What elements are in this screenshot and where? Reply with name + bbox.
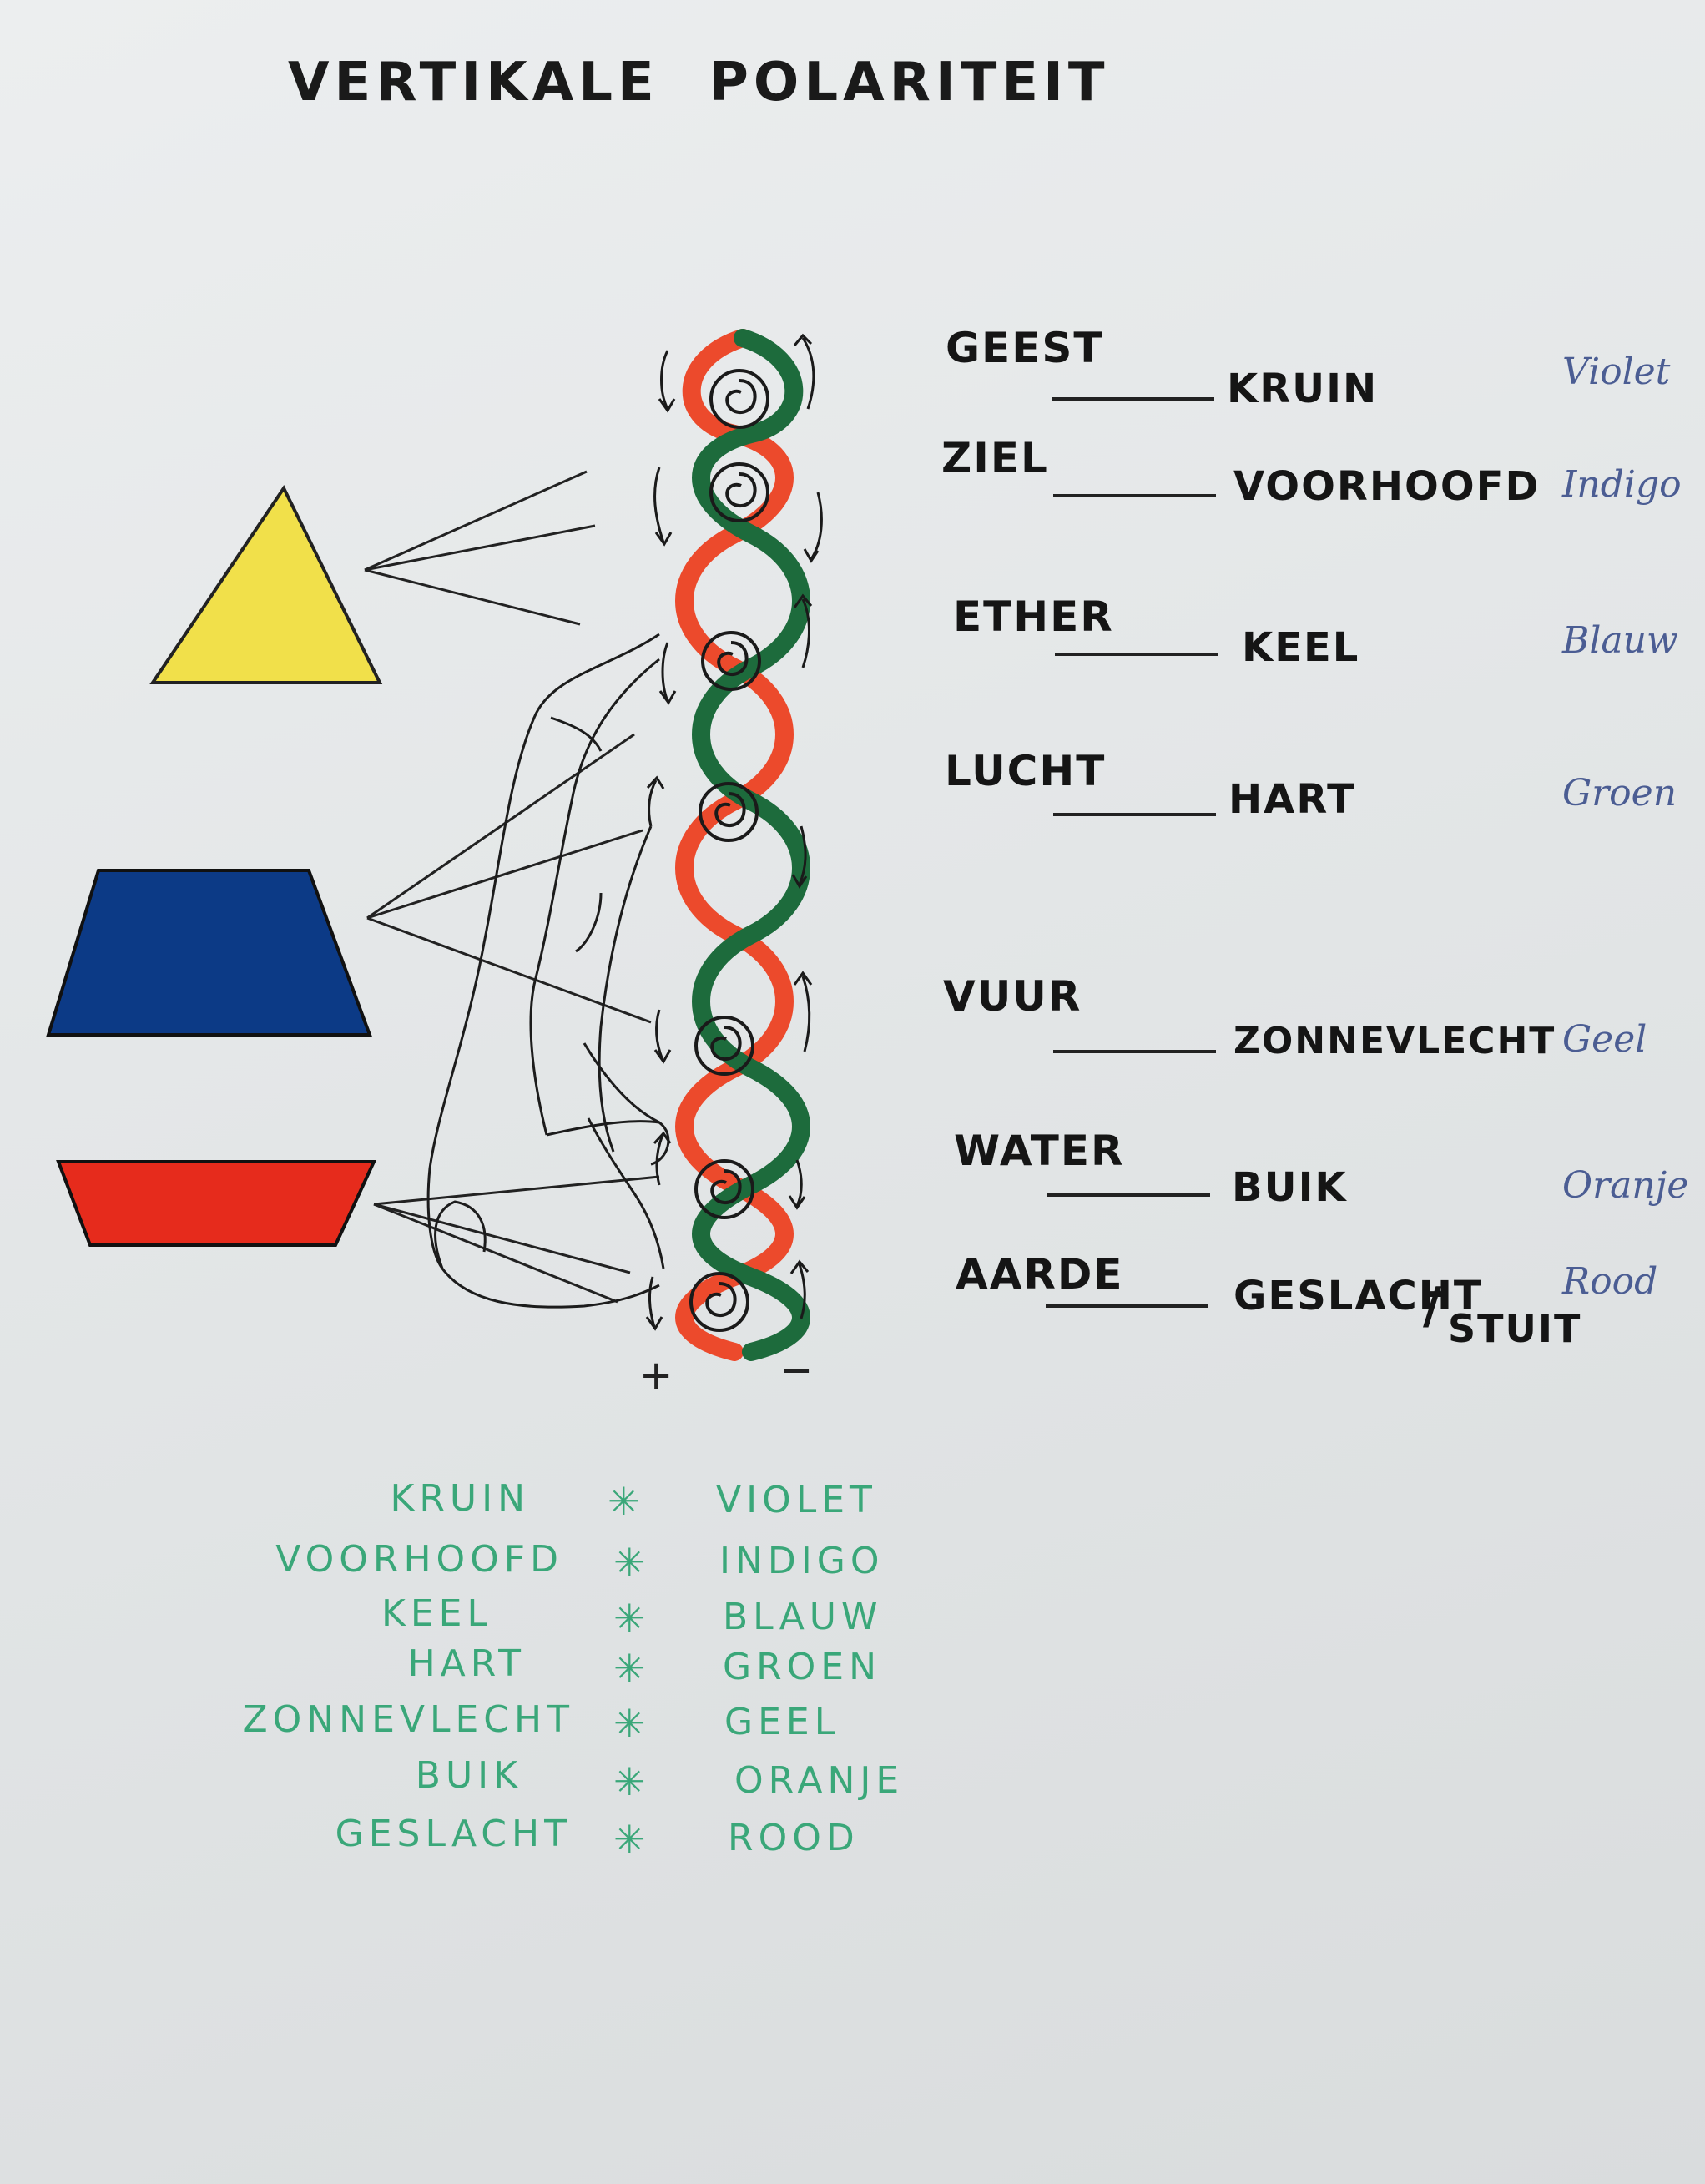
chakra-voorhoofd: VOORHOOFD [1233, 463, 1541, 510]
note-rood: Rood [1562, 1260, 1658, 1303]
spiral-icon [689, 1272, 749, 1332]
helix-strand-red [675, 329, 794, 1361]
legend-chakra-kruin: KRUIN [390, 1477, 530, 1520]
minus-sign: − [779, 1347, 814, 1394]
arrow-down-icon [788, 1159, 806, 1210]
legend-star: ✳ [608, 1479, 640, 1524]
spiral-icon [701, 631, 761, 691]
spiral-icon [694, 1016, 754, 1076]
arrow-down-icon [645, 1276, 663, 1331]
legend-chakra-geslacht: GESLACHT [335, 1813, 572, 1855]
title-polariteit: POLARITEIT [709, 52, 1110, 113]
legend-chakra-hart: HART [407, 1642, 526, 1685]
legend-chakra-keel: KEEL [381, 1592, 492, 1635]
note-indigo: Indigo [1562, 463, 1682, 506]
seated-figure-outline [426, 633, 670, 1309]
spiral-icon [699, 782, 759, 842]
slash-separator: / [1423, 1277, 1441, 1335]
legend-color-rood: ROOD [728, 1817, 860, 1859]
chakra-kruin: KRUIN [1227, 366, 1379, 412]
flow-arrows [645, 333, 823, 1331]
note-blauw: Blauw [1562, 619, 1678, 662]
legend-color-geel: GEEL [724, 1701, 840, 1743]
legend-star: ✳ [613, 1540, 646, 1585]
spiral-icon [709, 369, 769, 429]
legend-color-blauw: BLAUW [723, 1596, 883, 1638]
arrow-down-icon [653, 1009, 672, 1064]
element-ziel: ZIEL [941, 434, 1049, 482]
arrow-up-icon [793, 333, 815, 410]
red-trapezoid [56, 1160, 377, 1247]
yellow-triangle [149, 485, 383, 684]
element-vuur: VUUR [943, 972, 1082, 1021]
legend-star: ✳ [613, 1759, 646, 1804]
element-ether: ETHER [953, 593, 1114, 641]
legend-color-violet: VIOLET [716, 1479, 877, 1521]
rays-from-triangle [364, 470, 596, 626]
element-lucht: LUCHT [945, 747, 1107, 795]
element-water: WATER [954, 1127, 1125, 1175]
legend-star: ✳ [613, 1701, 646, 1746]
legend-color-groen: GROEN [723, 1646, 882, 1688]
note-groen: Groen [1562, 772, 1677, 815]
element-aarde: AARDE [956, 1250, 1124, 1299]
helix-strand-green [692, 329, 810, 1361]
spiral-icons [689, 369, 769, 1332]
note-geel: Geel [1562, 1018, 1647, 1061]
chakra-stuit: STUIT [1448, 1306, 1582, 1351]
legend-chakra-zonnevlecht: ZONNEVLECHT [242, 1698, 574, 1741]
legend-star: ✳ [613, 1817, 646, 1862]
legend-color-oranje: ORANJE [734, 1759, 905, 1802]
legend-chakra-buik: BUIK [415, 1754, 522, 1797]
arrow-up-icon [793, 971, 813, 1052]
spiral-icon [709, 462, 769, 522]
connector-line [1053, 813, 1216, 816]
chakra-zonnevlecht: ZONNEVLECHT [1233, 1020, 1556, 1062]
chakra-hart: HART [1228, 776, 1356, 823]
connector-line [1053, 494, 1216, 497]
arrow-down-icon [653, 467, 673, 547]
legend-chakra-voorhoofd: VOORHOOFD [275, 1538, 563, 1581]
legend-star: ✳ [613, 1646, 646, 1691]
plus-sign: + [639, 1352, 673, 1399]
arrow-up-icon [653, 1131, 672, 1186]
chakra-buik: BUIK [1232, 1164, 1348, 1211]
arrow-down-icon [658, 350, 676, 413]
connector-line [1055, 653, 1218, 656]
note-oranje: Oranje [1562, 1164, 1689, 1207]
chakra-keel: KEEL [1242, 624, 1360, 671]
arrow-down-icon [658, 642, 677, 705]
connector-line [1046, 1304, 1208, 1308]
arrow-down-icon [803, 492, 823, 563]
legend-color-indigo: INDIGO [719, 1540, 885, 1582]
note-violet: Violet [1562, 351, 1671, 393]
spiral-icon [694, 1159, 754, 1219]
connector-line [1053, 1050, 1216, 1053]
connector-line [1047, 1193, 1210, 1197]
arrow-up-icon [789, 1259, 810, 1319]
chakra-geslacht: GESLACHT [1233, 1273, 1483, 1319]
arrow-up-icon [793, 593, 813, 668]
connector-line [1052, 397, 1214, 401]
title-vertikale: VERTIKALE [288, 52, 659, 113]
legend-star: ✳ [613, 1596, 646, 1641]
element-geest: GEEST [946, 324, 1104, 372]
rays-from-red-trapezoid [373, 1175, 660, 1304]
arrow-up-icon [646, 775, 665, 827]
arrow-down-icon [791, 825, 808, 889]
blue-trapezoid [46, 869, 372, 1037]
